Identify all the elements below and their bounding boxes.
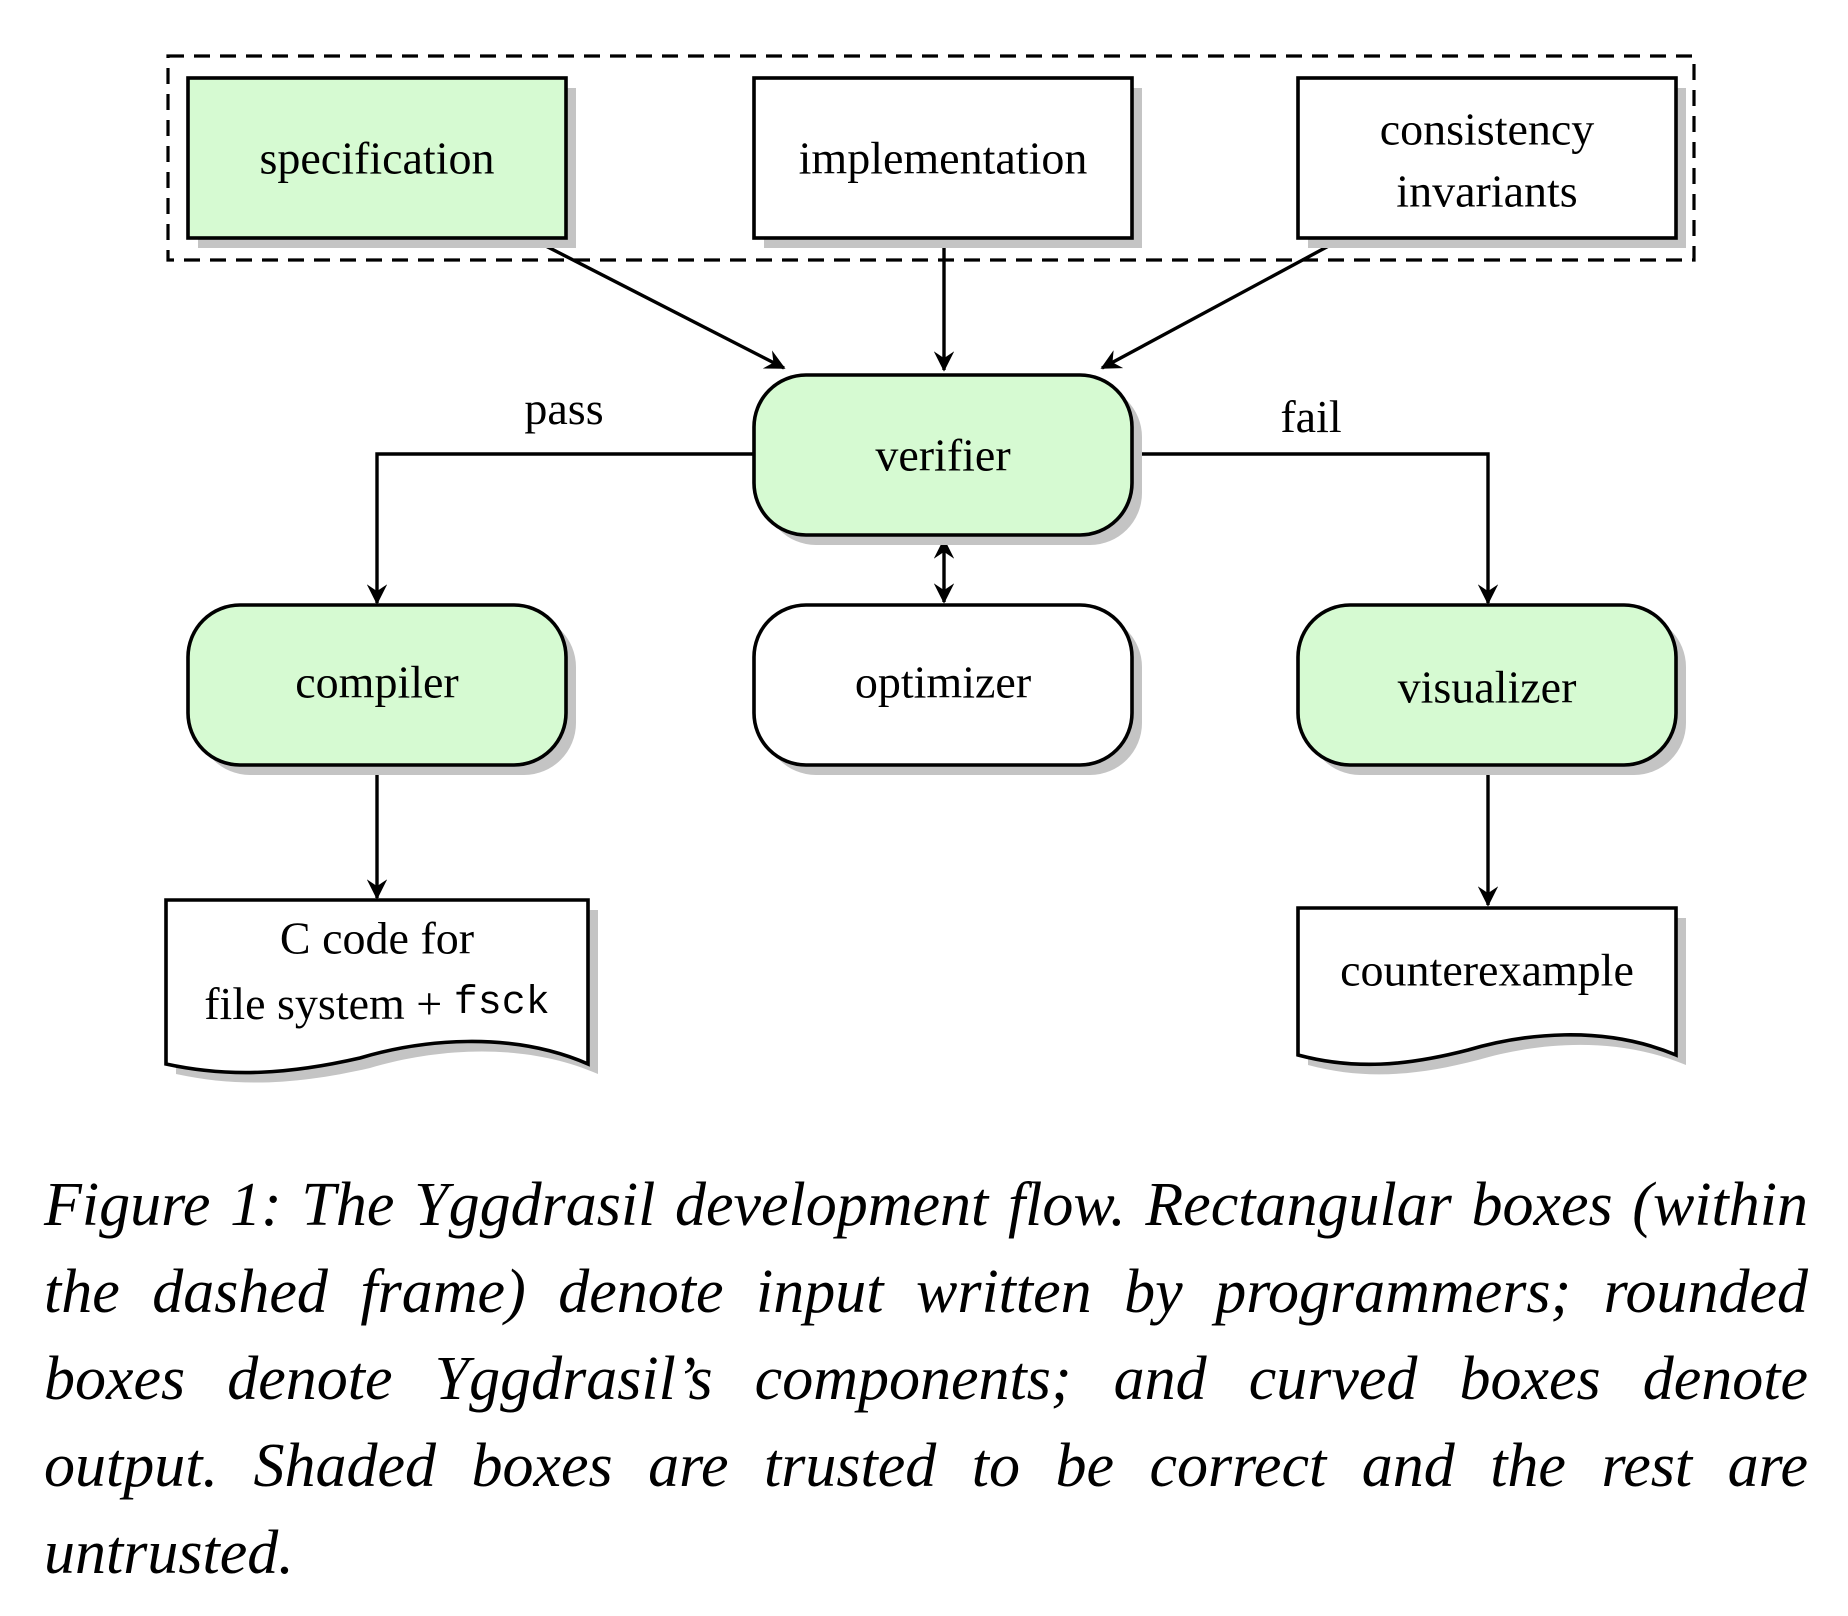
verifier-label: verifier [875,430,1010,481]
implementation-shape [752,76,1134,240]
edge-consistency-verifier [1100,240,1337,370]
compiler-shape [186,603,568,767]
visualizer-shape [1296,603,1678,767]
specification-box: specification [186,76,576,248]
input-frame [166,54,1696,262]
optimizer-label: optimizer [855,657,1031,708]
implementation-box: implementation [752,76,1142,248]
c-code-line1: C code for [280,913,474,964]
verifier-box: verifier [752,373,1142,545]
edge-specification-verifier [537,240,786,370]
consistency-label: consistency [1380,104,1595,155]
edge-verifier-compiler [366,452,754,605]
verifier-shape [752,373,1134,537]
optimizer-box: optimizer [752,603,1142,775]
specification-shape [186,76,568,240]
compiler-label: compiler [295,657,459,708]
c-code-line2-text: file system + [204,978,454,1029]
optimizer-shape [752,603,1134,767]
figure-caption: Figure 1: The Yggdrasil development flow… [44,1171,1808,1587]
edge-verifier-visualizer [1134,452,1499,605]
consistency-invariants-box: consistency invariants [1296,76,1686,248]
flow-diagram: pass fail specification implementation c… [164,54,1696,1083]
compiler-box: compiler [186,603,576,775]
visualizer-box: visualizer [1296,603,1686,775]
counterexample-output-shape [1296,906,1678,1067]
specification-label: specification [259,133,494,184]
fsck-code: fsck [454,981,550,1026]
consistency-invariants-shape [1296,76,1678,240]
implementation-label: implementation [799,133,1088,184]
visualizer-label: visualizer [1398,662,1577,713]
c-code-output-box: C code for file system + fsck [164,898,598,1083]
c-code-output-shape [164,898,590,1075]
fail-label: fail [1280,391,1341,442]
counterexample-output-box: counterexample [1296,906,1686,1075]
pass-label: pass [524,383,603,434]
invariants-label: invariants [1396,166,1577,217]
counterexample-label: counterexample [1340,945,1634,996]
c-code-line2: file system + fsck [204,978,550,1029]
